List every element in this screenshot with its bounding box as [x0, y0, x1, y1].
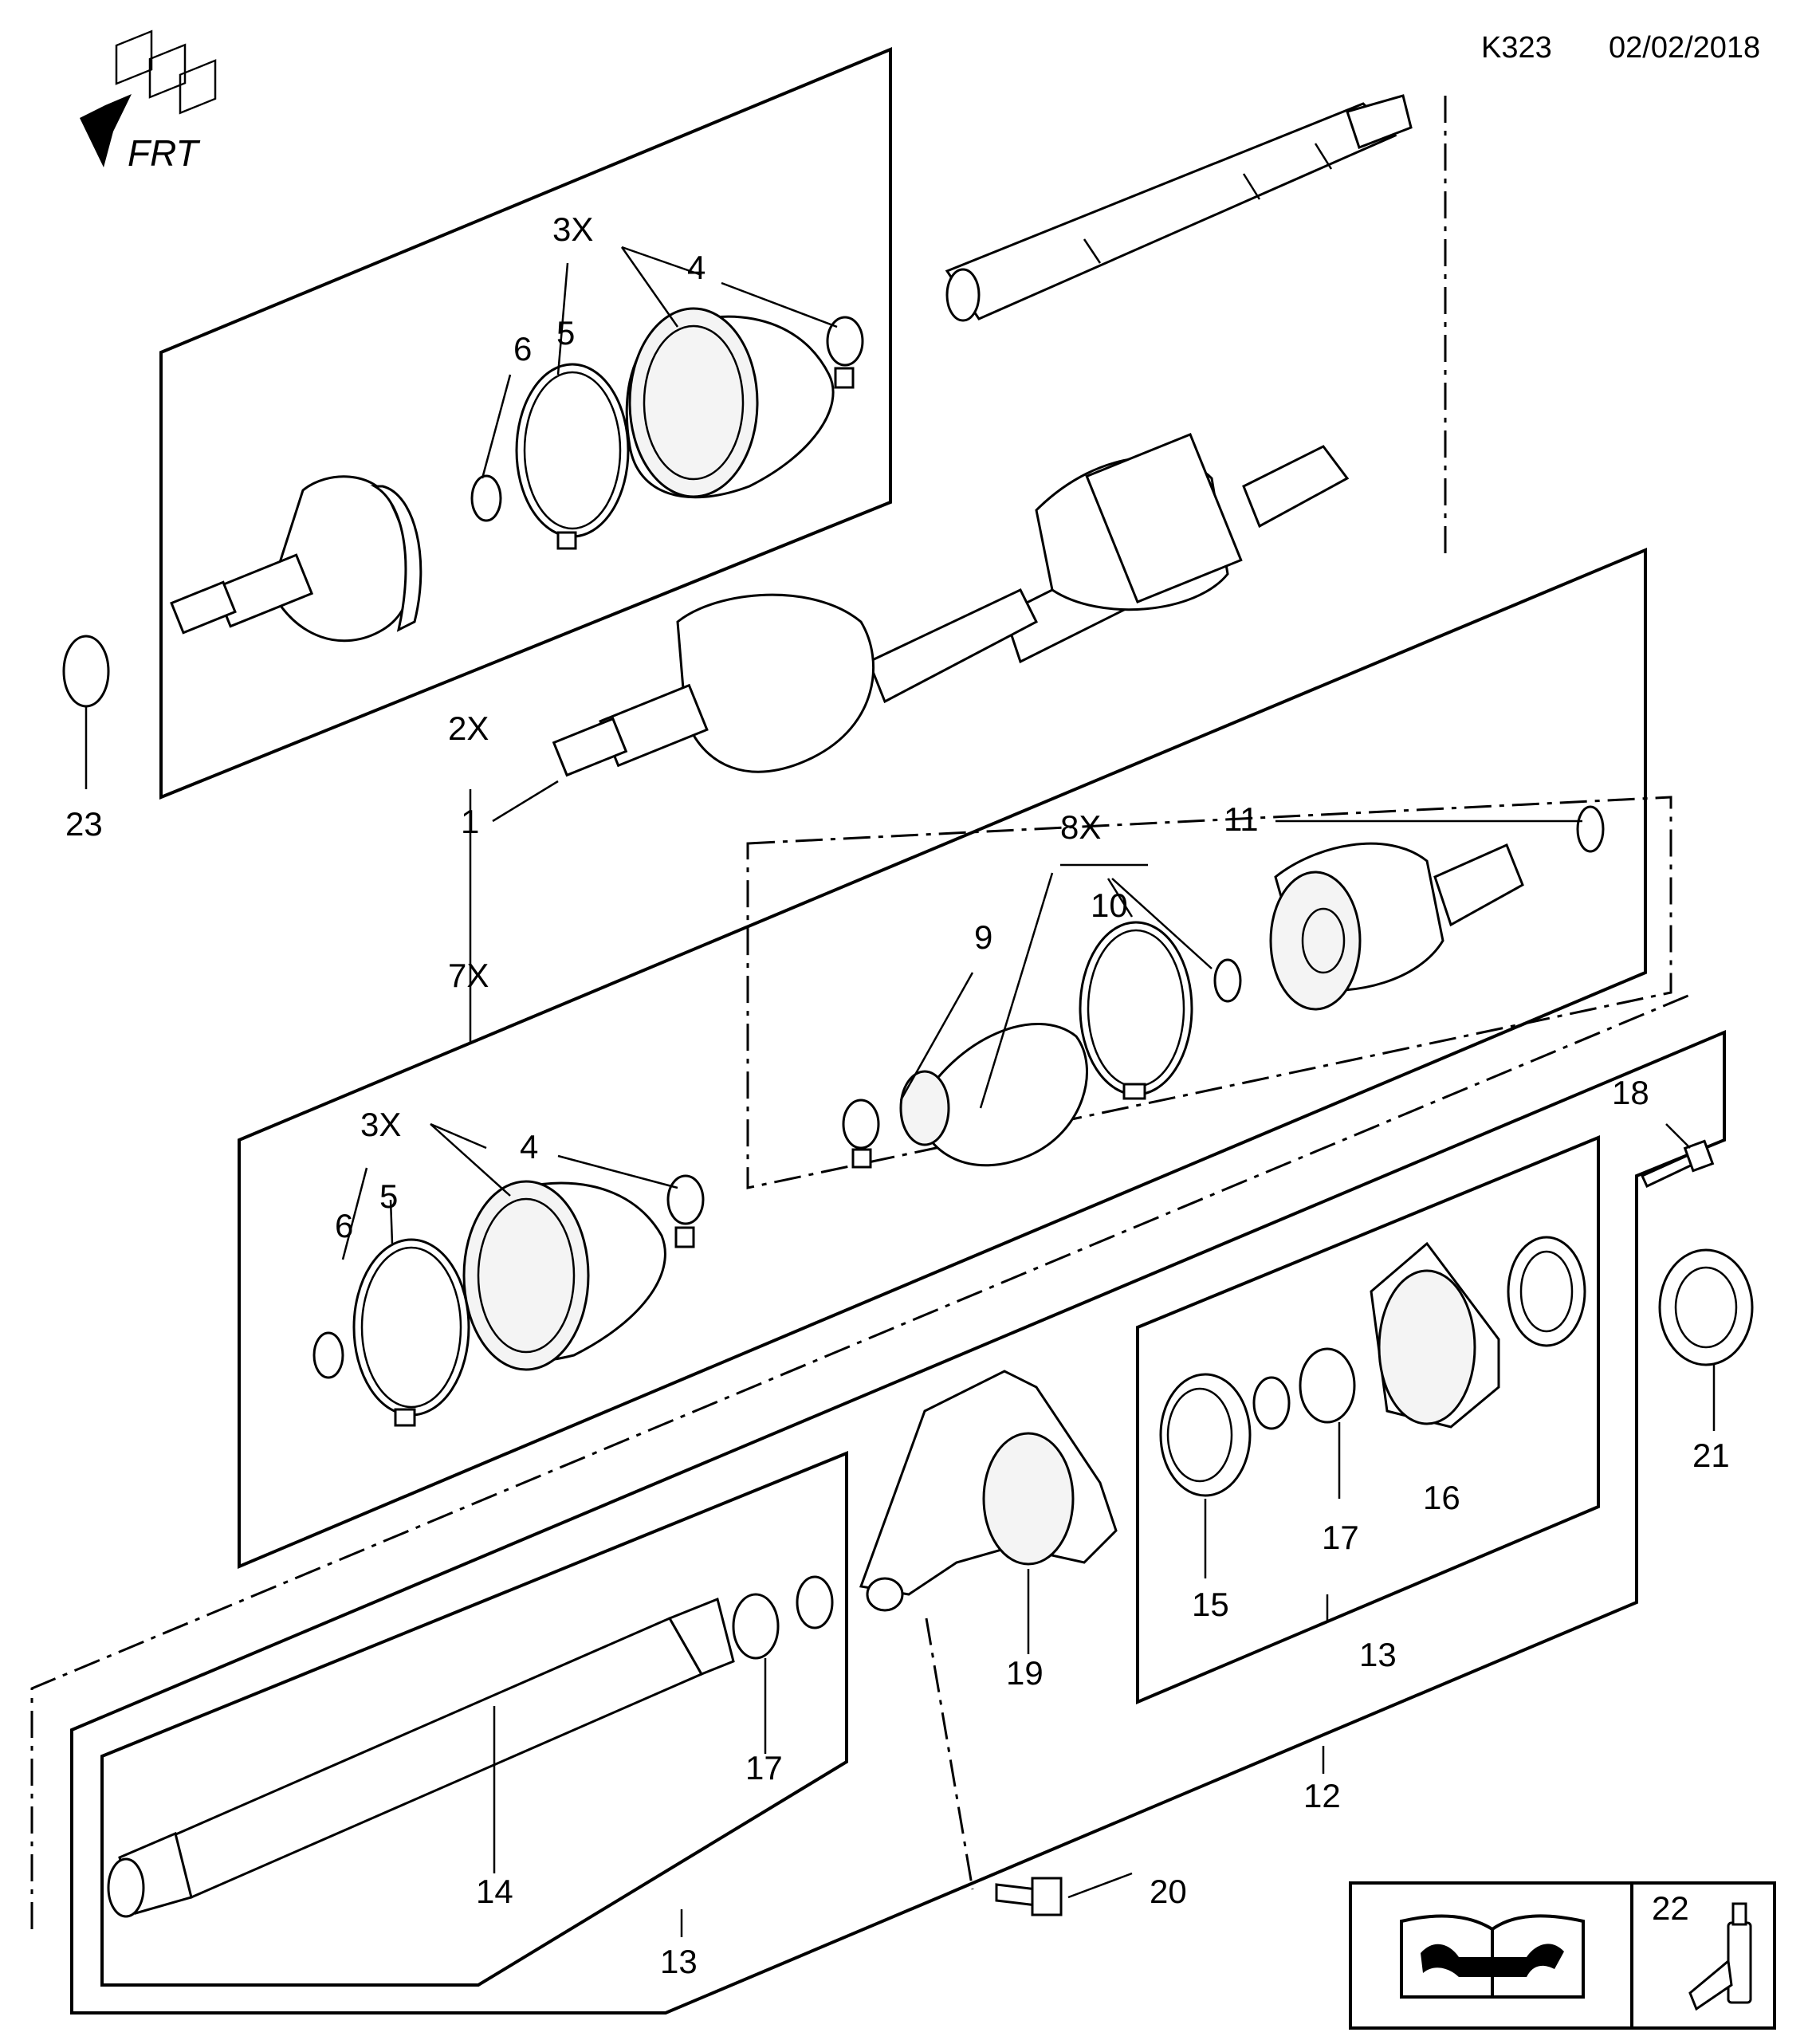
front-label: FRT — [128, 132, 200, 174]
cv-boot-upper — [625, 307, 835, 499]
circlip-6-upper — [470, 474, 502, 522]
callout-4-upper: 4 — [687, 249, 706, 286]
callout-14: 14 — [476, 1873, 513, 1910]
circlip-8x — [1213, 958, 1242, 1003]
callout-17-left: 17 — [745, 1749, 783, 1787]
shaft-support-bracket-19 — [859, 1370, 1118, 1654]
cv-boot-middle — [462, 1180, 666, 1371]
callout-13-right: 13 — [1359, 1636, 1397, 1673]
callout-1: 1 — [461, 803, 479, 840]
bolt-18 — [1641, 1139, 1715, 1189]
bearing-kit-frame — [1136, 1135, 1600, 1705]
callout-labels: 3X 4 5 6 23 2X 1 7X 8X 11 10 9 3X 4 5 6 … — [65, 210, 1730, 1980]
service-manual-icon — [1400, 1914, 1585, 1999]
callout-8x: 8X — [1060, 808, 1101, 846]
inner-cv-joint-housing — [1269, 842, 1524, 1011]
o-ring — [1252, 1376, 1291, 1430]
callout-9: 9 — [974, 918, 992, 956]
bearing-15 — [1159, 1373, 1252, 1578]
shaft-sub-frame — [100, 1451, 848, 1987]
callout-6-upper: 6 — [513, 330, 532, 368]
bolt-dash-line — [925, 1618, 974, 1890]
circlip-6-middle — [312, 1331, 344, 1379]
callout-13-left: 13 — [660, 1943, 698, 1980]
circlip-11 — [1576, 805, 1605, 853]
outer-cv-joint — [170, 475, 423, 643]
drive-shaft-assembly — [552, 433, 1350, 777]
callout-21: 21 — [1692, 1437, 1730, 1474]
boot-clamp-9 — [842, 1099, 880, 1169]
callout-4-middle: 4 — [520, 1128, 538, 1165]
outer-joint-kit-frame-upper — [159, 47, 892, 800]
callout-5-middle: 5 — [379, 1177, 398, 1215]
callout-11: 11 — [1224, 800, 1259, 838]
circlip-17-left — [732, 1593, 780, 1754]
bolt-20 — [995, 1872, 1133, 1916]
intermediate-shaft-frame — [70, 1029, 1726, 2015]
inner-cv-boot — [899, 1023, 1088, 1167]
circlip-23 — [62, 635, 110, 789]
leader-lines — [341, 246, 1691, 1937]
callout-6-middle: 6 — [335, 1207, 353, 1244]
callout-15: 15 — [1192, 1586, 1229, 1623]
callout-3x-middle: 3X — [360, 1106, 401, 1143]
seal-16 — [1507, 1236, 1586, 1347]
intermediate-shaft-14 — [107, 1597, 735, 1918]
boot-clamp-10 — [1079, 921, 1193, 1100]
callout-22: 22 — [1652, 1889, 1689, 1927]
callout-2x: 2X — [448, 710, 489, 747]
inner-joint-kit-frame — [746, 796, 1672, 1189]
adhesive-bottle-icon — [1688, 1902, 1752, 2011]
o-ring-left — [796, 1575, 834, 1629]
callout-17-right: 17 — [1322, 1519, 1359, 1556]
drive-shaft-bar — [945, 94, 1413, 322]
callout-23: 23 — [65, 805, 103, 843]
joint-kit-frame-middle — [238, 547, 1647, 1570]
legend-box — [1349, 1881, 1776, 2030]
callout-19: 19 — [1006, 1654, 1044, 1692]
circlip-17-right — [1299, 1347, 1356, 1499]
callout-12: 12 — [1303, 1777, 1341, 1814]
callout-7x: 7X — [448, 957, 489, 994]
callout-16: 16 — [1423, 1479, 1460, 1516]
front-direction-icon: FRT — [80, 29, 217, 174]
boot-clamp-5-upper — [515, 363, 630, 550]
callout-18: 18 — [1612, 1074, 1649, 1111]
boot-clamp-4-upper — [826, 316, 864, 389]
diagram-code: K323 — [1481, 31, 1552, 65]
assembly-dash-line — [30, 993, 1691, 1929]
callout-5-upper: 5 — [556, 314, 575, 352]
callout-20: 20 — [1150, 1873, 1187, 1910]
boot-clamp-5-middle — [352, 1238, 470, 1427]
bearing-housing-16 — [1370, 1241, 1500, 1429]
callout-3x-upper: 3X — [552, 210, 593, 248]
callout-10: 10 — [1091, 886, 1128, 924]
diagram-date: 02/02/2018 — [1609, 31, 1760, 65]
seal-21 — [1658, 1248, 1754, 1431]
